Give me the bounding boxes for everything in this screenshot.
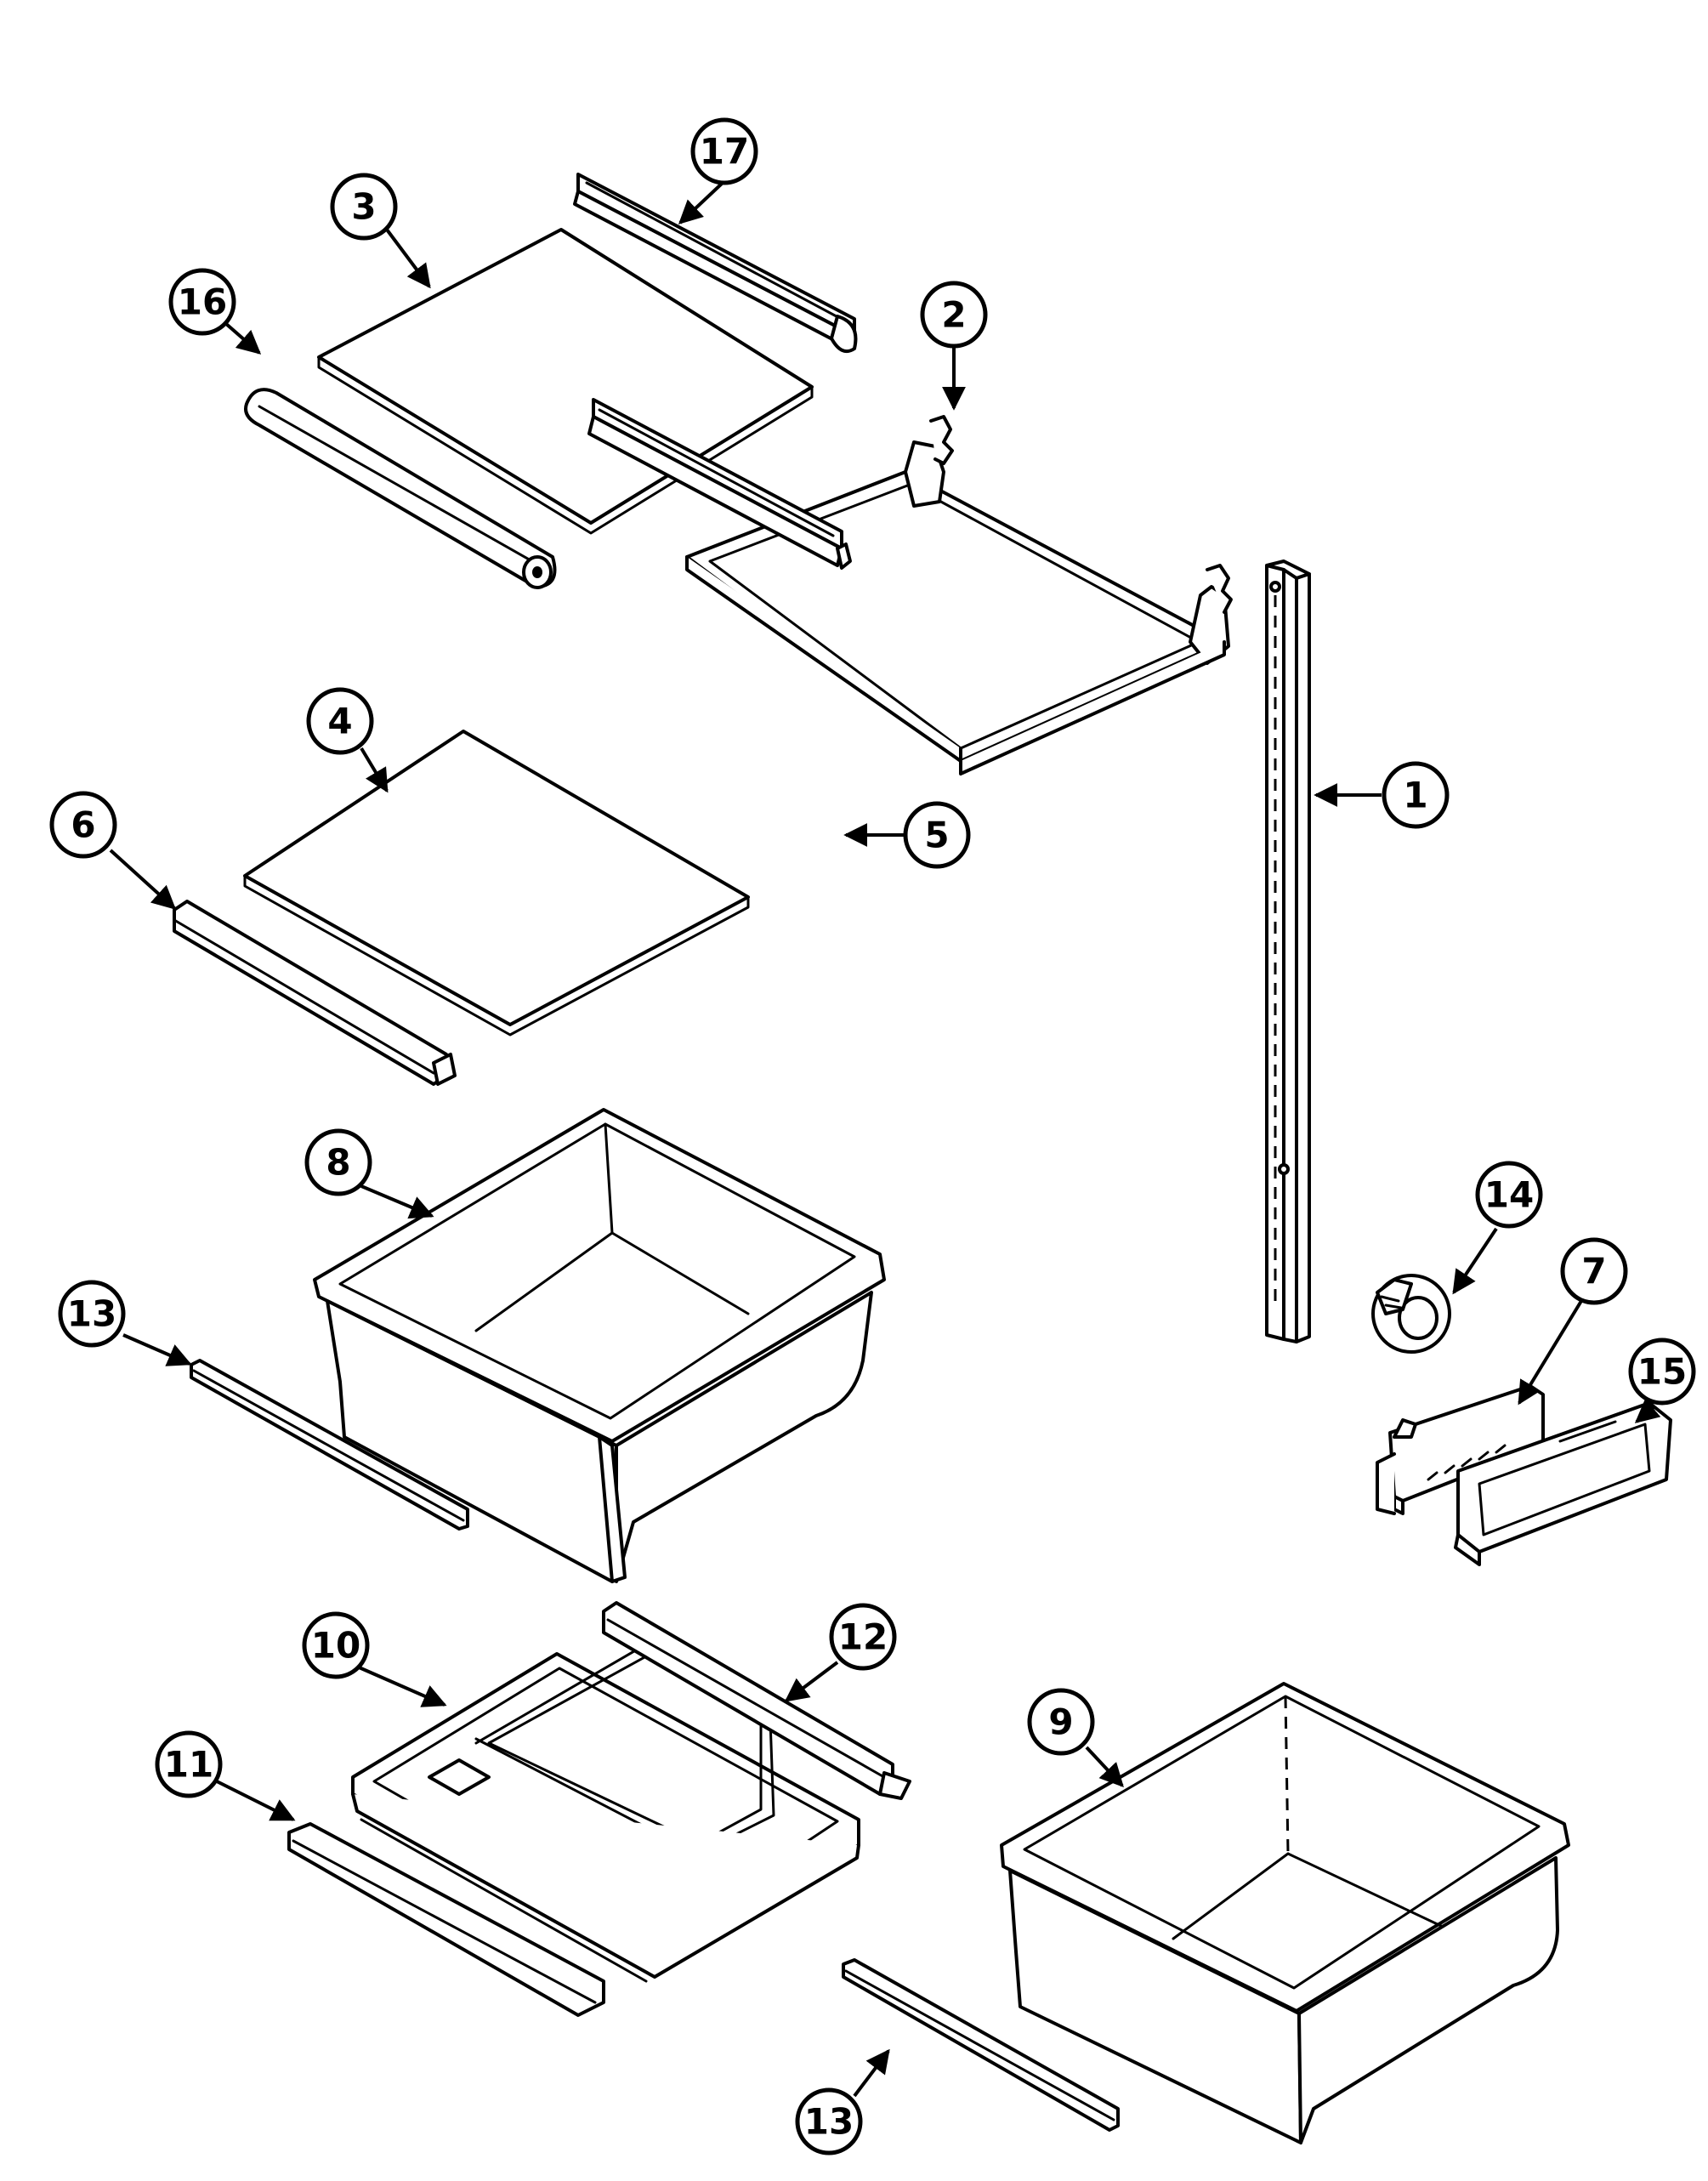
callout-5: 5 [903,801,971,869]
part-16-front-trim [244,388,557,589]
part-10-crisper-cover [351,1635,860,1983]
callout-1: 1 [1382,761,1450,829]
part-4-glass-shelf [243,730,750,1037]
leader-lines [109,181,1661,2098]
callout-13-lower: 13 [795,2087,863,2155]
part-2-cantilever-shelf [685,415,1233,775]
part-5-rear-trim [587,398,852,570]
callout-11-label: 11 [164,1744,213,1786]
callout-3-label: 3 [351,186,376,228]
callout-3: 3 [330,173,398,241]
part-14-knob [1371,1274,1451,1354]
callout-16: 16 [168,268,236,336]
callout-9: 9 [1027,1688,1095,1756]
callout-13-upper: 13 [58,1280,126,1348]
callout-10-label: 10 [311,1625,360,1667]
callout-4-label: 4 [327,701,352,742]
callout-7-label: 7 [1581,1251,1606,1292]
callout-4: 4 [306,687,374,755]
callout-1-label: 1 [1403,775,1427,816]
part-9-crisper-drawer [1000,1682,1570,2144]
part-13-drawer-trim-lower [842,1958,1120,2132]
callout-10: 10 [302,1611,370,1679]
callout-6: 6 [49,791,117,859]
part-17-rear-trim [573,173,858,353]
callout-17: 17 [690,117,758,185]
callout-2-label: 2 [941,294,966,336]
callout-8-label: 8 [326,1142,350,1184]
callout-8: 8 [304,1128,372,1196]
part-13-drawer-trim-upper [190,1359,469,1531]
callout-16-label: 16 [178,281,227,323]
part-11-cover-front-trim [287,1822,605,2017]
part-8-crisper-drawer [313,1108,886,1583]
callout-9-label: 9 [1048,1701,1073,1743]
callout-13-lower-label: 13 [804,2101,854,2143]
callout-17-label: 17 [700,131,749,173]
callout-15-label: 15 [1637,1351,1687,1393]
part-12-cover-rear-trim [602,1601,911,1800]
callout-11: 11 [155,1730,223,1798]
callout-5-label: 5 [924,815,949,856]
callout-15: 15 [1628,1338,1696,1406]
callout-7: 7 [1560,1237,1628,1305]
callout-12-label: 12 [838,1616,888,1658]
part-1-shelf-rail [1265,559,1311,1343]
callout-6-label: 6 [71,804,95,846]
callout-2: 2 [920,281,988,349]
callout-13-upper-label: 13 [67,1293,116,1335]
callout-14-label: 14 [1484,1174,1534,1216]
part-6-front-trim [173,900,457,1086]
callout-14: 14 [1475,1161,1543,1229]
callout-12: 12 [829,1603,897,1671]
